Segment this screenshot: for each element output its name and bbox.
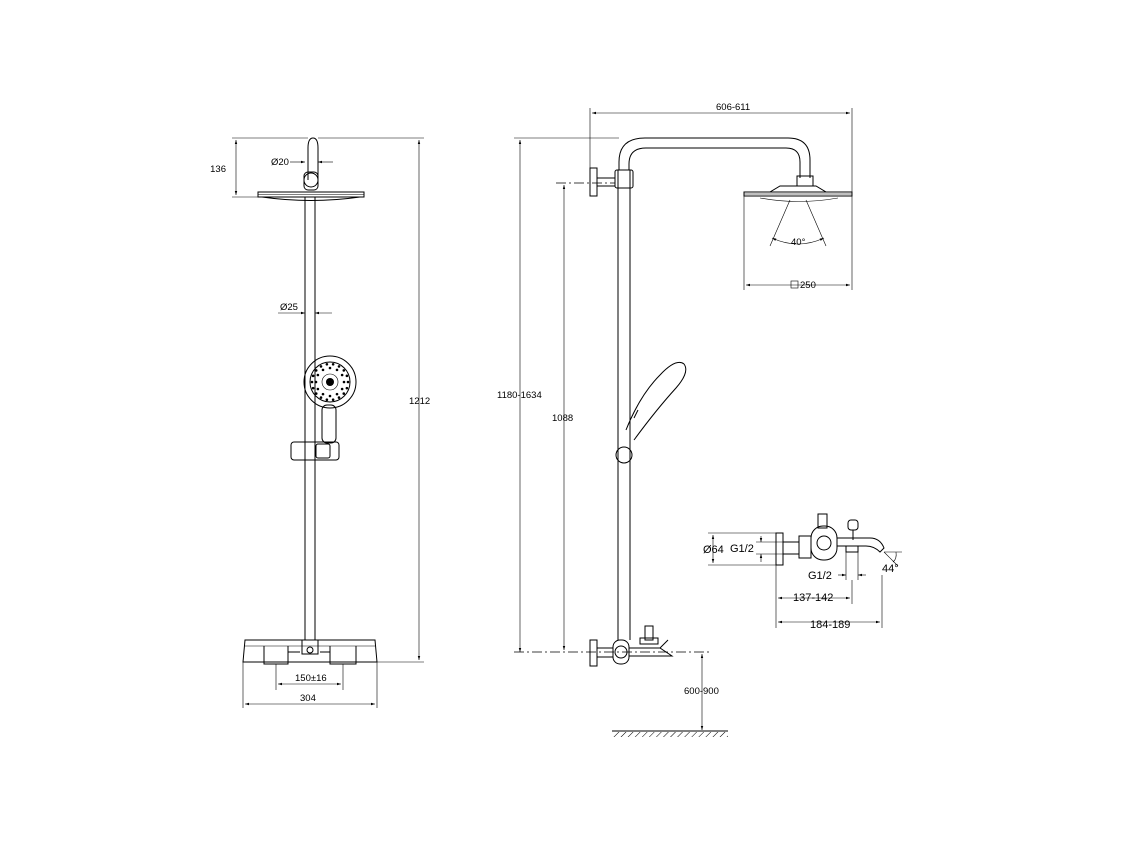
dim-rail-height: 1088 (552, 182, 615, 650)
front-head-shower (257, 191, 365, 201)
label-head-size: 250 (800, 280, 816, 291)
side-wall-bracket-top (589, 167, 616, 197)
dim-body-diameter: Ø64 (703, 532, 776, 566)
dim-depth-long: 184-189 (778, 575, 883, 631)
nozzle-dot (311, 386, 315, 390)
nozzle-dot (314, 369, 318, 372)
label-body-diameter: Ø64 (703, 544, 724, 556)
dim-pipe-diameter: Ø25 (278, 302, 332, 315)
label-depth-short: 137-142 (793, 592, 833, 604)
side-head-shower: 40° (743, 185, 853, 248)
label-reach: 606-611 (716, 102, 750, 113)
nozzle-dot (345, 386, 349, 390)
label-mixer-width: 304 (300, 693, 316, 704)
nozzle-dot (319, 365, 323, 368)
nozzle-dot (314, 380, 318, 384)
nozzle-dot (335, 392, 339, 396)
dim-head-size: 250 (743, 196, 853, 291)
side-view: 40° 606-611 (497, 102, 853, 737)
nozzle-dot (316, 387, 320, 391)
nozzle-dot (319, 396, 323, 399)
side-riser-pipe (617, 170, 631, 640)
label-rail-height: 1088 (552, 413, 573, 424)
nozzle-dot (345, 374, 349, 378)
nozzle-dot (325, 362, 329, 366)
dim-mixer-width: 304 (242, 662, 378, 708)
front-view: Ø20 Ø25 136 1212 150±16 (210, 137, 430, 708)
dim-inlet-spacing: 150±16 (275, 664, 344, 690)
label-inlet-thread: G1/2 (730, 543, 754, 555)
nozzle-dot (321, 392, 325, 396)
nozzle-dot (340, 373, 344, 377)
nozzle-dot (342, 369, 346, 372)
nozzle-dot (316, 373, 320, 377)
label-outlet-thread: G1/2 (808, 570, 832, 582)
dim-total-height: 1212 (318, 137, 430, 663)
nozzle-dot (346, 380, 350, 384)
dim-arm-diameter: Ø20 (271, 157, 333, 168)
front-mixer (242, 639, 378, 665)
mixer-detail: Ø64 G1/2 G1/2 44° (703, 513, 902, 631)
nozzle-dot (340, 387, 344, 391)
dim-head-height: 136 (210, 137, 308, 198)
dim-inlet-thread: G1/2 (730, 536, 783, 562)
nozzle-dot (337, 365, 341, 368)
side-hand-shower (615, 361, 687, 464)
dim-depth-short: 137-142 (775, 565, 853, 628)
detail-mixer-body (775, 513, 885, 566)
label-depth-long: 184-189 (810, 619, 850, 631)
nozzle-dot (314, 392, 318, 395)
label-spout-angle: 44° (882, 563, 899, 575)
front-hand-shower (303, 355, 357, 444)
side-mixer (589, 625, 674, 667)
nozzle-dot (311, 374, 315, 378)
nozzle-dot (310, 380, 314, 384)
nozzle-dot (328, 394, 332, 398)
dim-outlet-thread: G1/2 (808, 552, 866, 582)
dim-floor-distance: 600-900 (684, 654, 719, 730)
nozzle-dot (325, 398, 329, 402)
nozzle-dot (328, 366, 332, 370)
nozzle-dot (337, 396, 341, 399)
label-adjustable-height: 1180-1634 (497, 390, 542, 401)
label-arm-diameter: Ø20 (271, 157, 289, 168)
side-shower-arm (614, 137, 814, 189)
dim-adjustable-height: 1180-1634 (497, 137, 619, 652)
label-pipe-diameter: Ø25 (280, 302, 298, 313)
label-floor-distance: 600-900 (684, 686, 719, 697)
nozzle-dot (321, 368, 325, 372)
floor (612, 730, 728, 737)
nozzle-dot (331, 362, 335, 366)
nozzle-dot (335, 368, 339, 372)
label-head-height: 136 (210, 164, 226, 175)
label-inlet-spacing: 150±16 (295, 673, 327, 684)
front-slider (290, 441, 340, 461)
nozzle-dot (342, 380, 346, 384)
label-spray-angle: 40° (791, 237, 806, 248)
dim-spout-angle: 44° (882, 551, 902, 575)
front-riser-pipe (304, 197, 316, 640)
front-shower-arm (303, 137, 319, 191)
nozzle-dot (331, 398, 335, 402)
label-total-height: 1212 (409, 396, 430, 407)
nozzle-dot (342, 392, 346, 395)
